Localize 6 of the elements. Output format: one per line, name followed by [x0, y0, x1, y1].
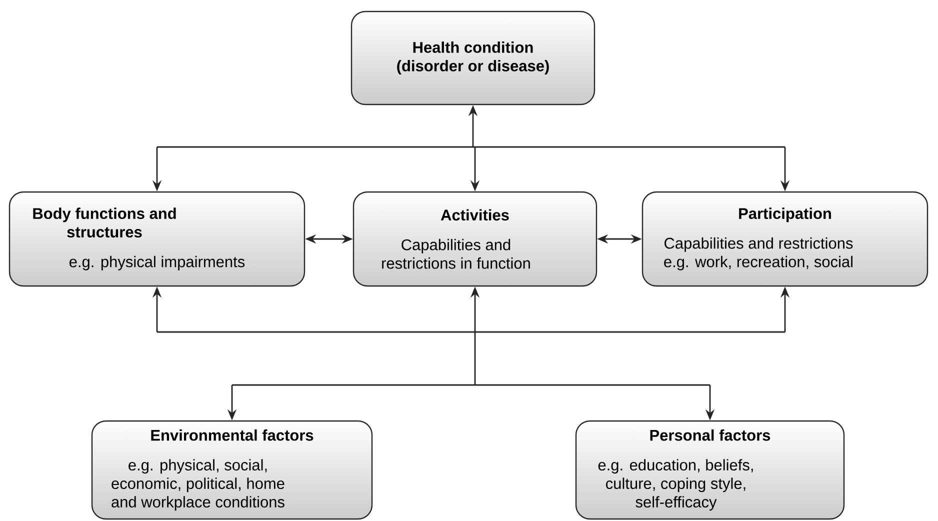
rounded-box: Participation Capabilities and restrictions e.g. work, recreation, social — [642, 191, 928, 287]
rounded-box: Health condition (disorder or disease) — [350, 10, 596, 106]
rounded-box: Activities Capabilities and restrictions in function — [352, 191, 598, 287]
rounded-box: Body functions and structures e.g. physical impairments — [8, 191, 306, 287]
rounded-box: Personal factors e.g. education, beliefs, culture, coping style, self-efficacy — [575, 420, 845, 520]
rounded-box: Environmental factors e.g. physical, social, economic, political, home and workplace conditions — [91, 420, 373, 520]
